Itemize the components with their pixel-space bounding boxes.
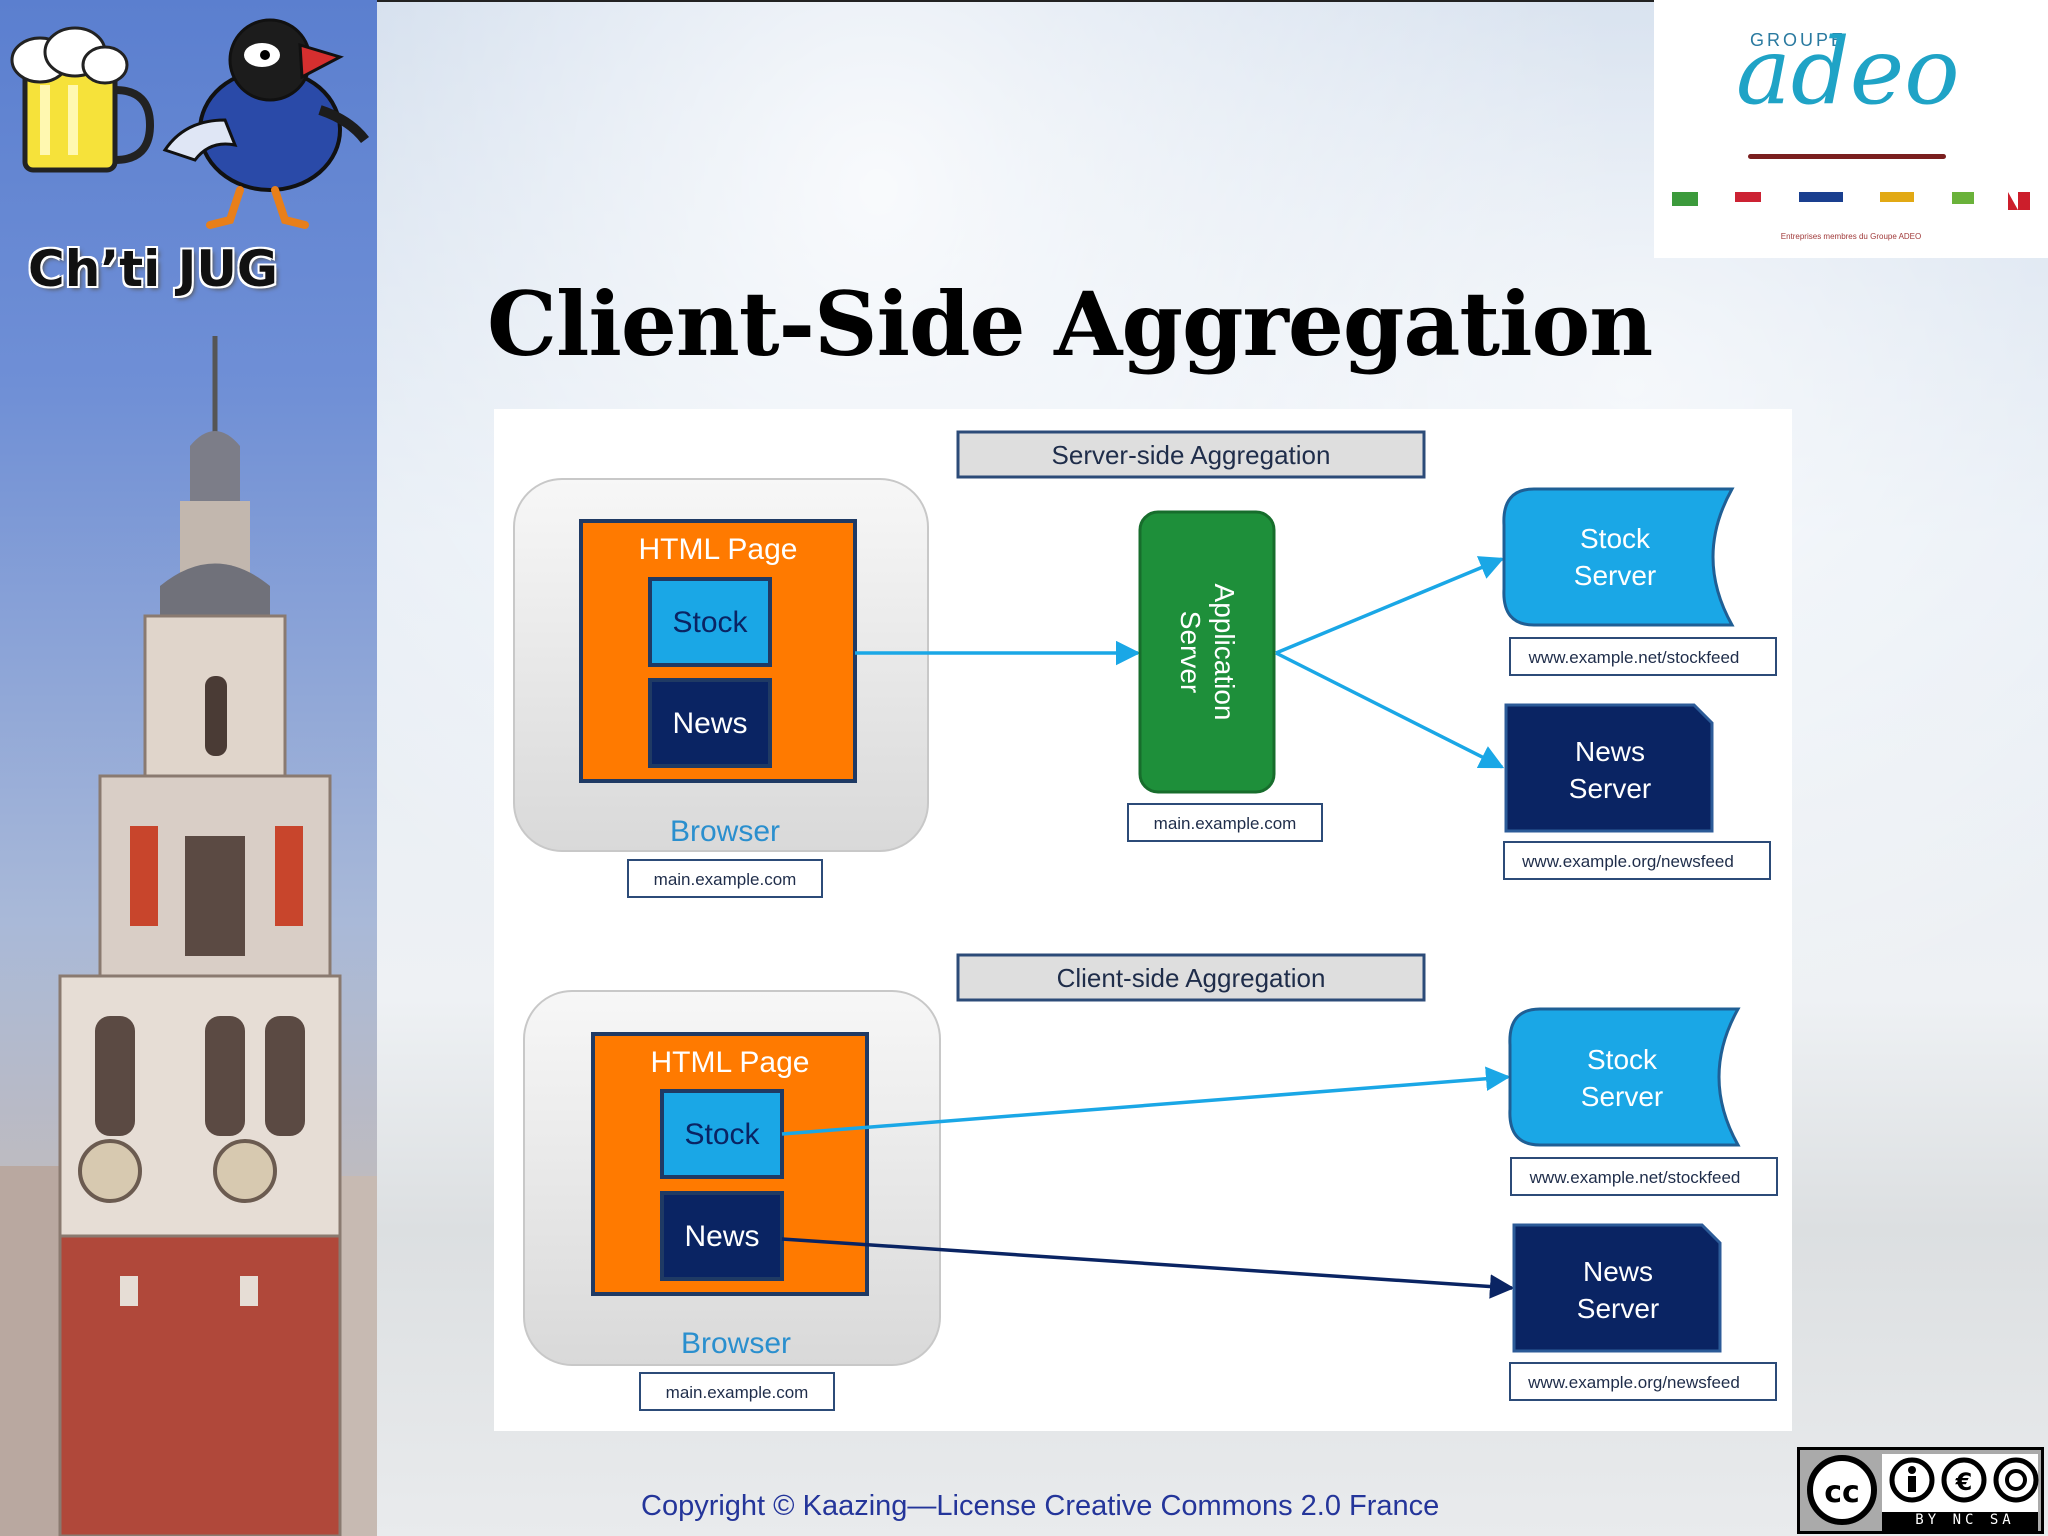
stock-server-label-2-server: Server: [1574, 560, 1656, 591]
cc-license-badge: cc € BY NC SA: [1797, 1447, 2044, 1534]
sponsor-brand-top: GROUPE: [1750, 30, 1847, 50]
license-badge-text: BY NC SA: [1915, 1512, 2015, 1528]
app-server-domain: main.example.com: [1154, 814, 1297, 833]
news-server-shape-client: [1512, 1223, 1722, 1353]
stock-url-box-server: [1509, 637, 1777, 676]
sponsor-brand-main: adeo: [1736, 18, 1960, 125]
member-brand-6-icon: [2008, 192, 2018, 210]
sidebar: Ch’ti JUG: [0, 0, 377, 1536]
sharealike-icon: [1993, 1457, 2039, 1503]
sponsor-underline: [1748, 154, 1946, 159]
svg-text:€: €: [1955, 1468, 1973, 1496]
news-server-label-1-client: News: [1583, 1256, 1653, 1287]
member-brand-1-icon: [1672, 192, 1698, 206]
server-side-heading-box: [956, 430, 1426, 479]
belfry-tower-illustration: [0, 336, 377, 1536]
news-to-news-server-arrow: [781, 1237, 1515, 1299]
stock-to-stock-server-arrow: [781, 1066, 1511, 1136]
browser-domain-box-server: [627, 859, 823, 898]
stock-widget-server: [648, 577, 772, 667]
news-server-label-1-server: News: [1575, 736, 1645, 767]
news-widget-label-client: News: [684, 1220, 759, 1253]
browser-domain-client: main.example.com: [666, 1383, 809, 1402]
html-page-label-client: HTML Page: [651, 1046, 810, 1079]
stock-url-client: www.example.net/stockfeed: [1529, 1168, 1741, 1187]
news-server-label-2-client: Server: [1577, 1293, 1659, 1324]
member-brand-7-icon: [2018, 192, 2030, 210]
news-url-box-client: [1509, 1362, 1777, 1401]
stock-widget-label-client: Stock: [684, 1118, 760, 1151]
html-page-label-server: HTML Page: [639, 533, 798, 566]
browser-label-client: Browser: [681, 1327, 791, 1360]
diagram-panel: Server-side Aggregation HTML Page Stock …: [494, 409, 1792, 1431]
browser-label-server: Browser: [670, 815, 780, 848]
member-brand-4-icon: [1880, 192, 1914, 202]
member-brand-2-icon: [1735, 192, 1761, 202]
browser-domain-server: main.example.com: [654, 870, 797, 889]
noncommercial-icon: [1941, 1457, 1987, 1503]
server-side-section: Server-side Aggregation HTML Page Stock …: [513, 430, 1777, 898]
application-server-box: [1138, 510, 1276, 794]
browser-domain-box-client: [639, 1372, 835, 1411]
stock-server-label-2-client: Server: [1581, 1081, 1663, 1112]
sponsor-logo: GROUPE adeo Entreprises membres du Group…: [1654, 0, 2048, 258]
news-server-shape-server: [1504, 703, 1714, 833]
news-url-server: www.example.org/newsfeed: [1521, 852, 1734, 871]
application-server-label-2: Server: [1175, 611, 1206, 693]
stock-server-shape-client: [1508, 1007, 1741, 1147]
sponsor-members-caption: Entreprises membres du Groupe ADEO: [1780, 232, 1922, 241]
news-server-label-2-server: Server: [1569, 773, 1651, 804]
client-side-section: Client-side Aggregation HTML Page Stock …: [523, 953, 1778, 1411]
svg-text:cc: cc: [1824, 1475, 1860, 1510]
stock-url-box-client: [1510, 1157, 1778, 1196]
app-server-domain-box: [1127, 803, 1323, 842]
server-side-heading: Server-side Aggregation: [1052, 440, 1331, 470]
member-brand-icons: [1672, 192, 2032, 210]
news-widget-server: [648, 678, 772, 768]
app-to-stock-server-arrow: [1275, 556, 1505, 655]
stock-server-label-1-server: Stock: [1580, 523, 1651, 554]
sidebar-title: Ch’ti JUG: [28, 240, 278, 298]
stock-server-shape-server: [1502, 487, 1735, 627]
news-url-box-server: [1503, 841, 1771, 880]
aggregation-diagram: Server-side Aggregation HTML Page Stock …: [513, 430, 1778, 1411]
application-server-label-1: Application: [1209, 584, 1240, 721]
news-widget-label-server: News: [672, 707, 747, 740]
member-brand-5-icon: [1952, 192, 1974, 204]
client-side-heading: Client-side Aggregation: [1057, 963, 1326, 993]
cc-icon: [1807, 1455, 1877, 1525]
member-brand-3-icon: [1799, 192, 1843, 202]
copyright-footer: Copyright © Kaazing—License Creative Com…: [641, 1490, 1440, 1522]
stock-widget-label-server: Stock: [672, 606, 748, 639]
mascot-illustration: [10, 18, 369, 229]
slide-title: Client-Side Aggregation: [487, 272, 1653, 376]
news-url-client: www.example.org/newsfeed: [1527, 1373, 1740, 1392]
client-side-heading-box: [956, 953, 1426, 1002]
app-to-news-server-arrow: [1275, 651, 1505, 769]
stock-server-label-1-client: Stock: [1587, 1044, 1658, 1075]
news-widget-client: [660, 1191, 784, 1281]
stock-url-server: www.example.net/stockfeed: [1528, 648, 1740, 667]
